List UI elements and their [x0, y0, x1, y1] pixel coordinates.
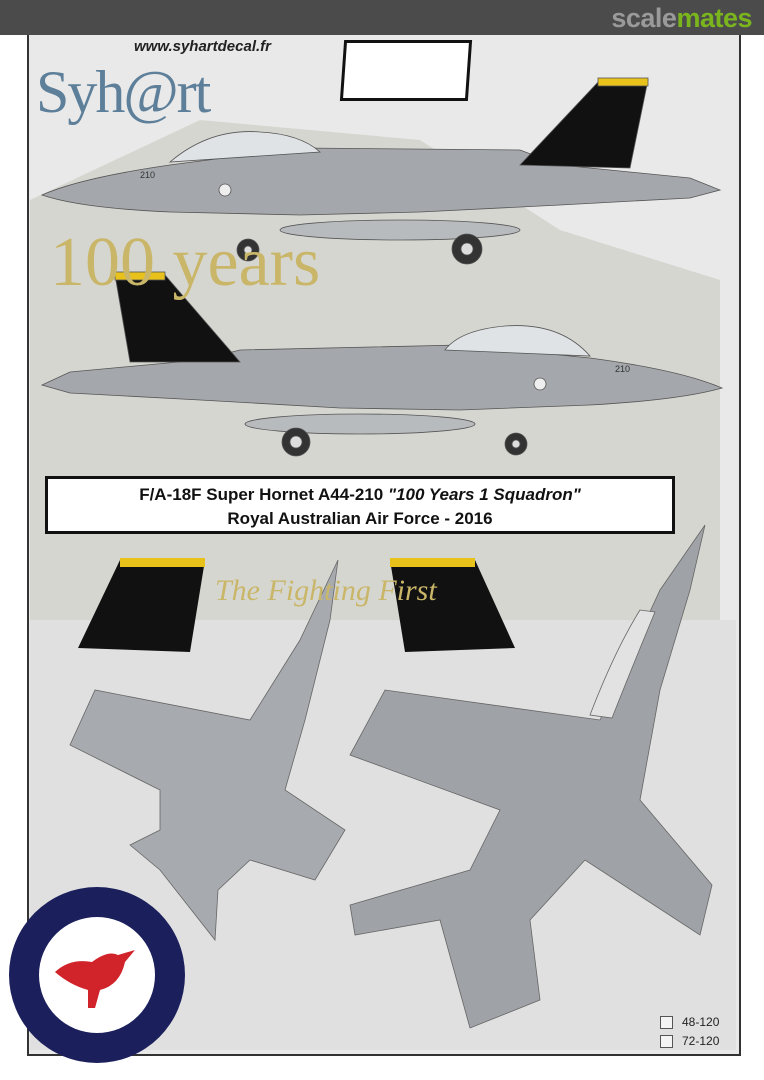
checkbox[interactable]	[660, 1016, 673, 1030]
website-link[interactable]: www.syhartdecal.fr	[134, 38, 271, 55]
title-line-2: Royal Australian Air Force - 2016	[227, 509, 493, 528]
aircraft-side-view-right: 210	[40, 271, 724, 457]
side-code-text: 210	[140, 170, 155, 180]
blank-decal-box	[339, 40, 473, 101]
tail-decal-left	[78, 560, 205, 652]
checkbox[interactable]	[660, 1035, 673, 1049]
aircraft-plan-view-large	[349, 524, 713, 1029]
title-line-1: F/A-18F Super Hornet A44-210 "100 Years …	[139, 485, 581, 504]
title-box: F/A-18F Super Hornet A44-210 "100 Years …	[45, 476, 675, 534]
scale-option-48[interactable]: 48-120	[660, 1015, 719, 1030]
raaf-roundel	[9, 887, 185, 1063]
aircraft-side-view-left: 210	[40, 77, 722, 265]
kangaroo-icon	[55, 950, 135, 1008]
background-motto-text: The Fighting First	[215, 574, 437, 607]
tail-fin	[519, 79, 649, 169]
aircraft-plan-view-small	[69, 559, 346, 942]
background-100-text: 100 years	[50, 224, 320, 301]
tail-decal-right	[390, 560, 515, 652]
syhart-logo: Syh@rt	[36, 59, 211, 125]
side-code-text: 210	[615, 364, 630, 374]
scale-option-72[interactable]: 72-120	[660, 1034, 719, 1049]
top-bar: scalemates	[0, 0, 764, 35]
scalemates-logo[interactable]: scalemates	[611, 3, 752, 33]
